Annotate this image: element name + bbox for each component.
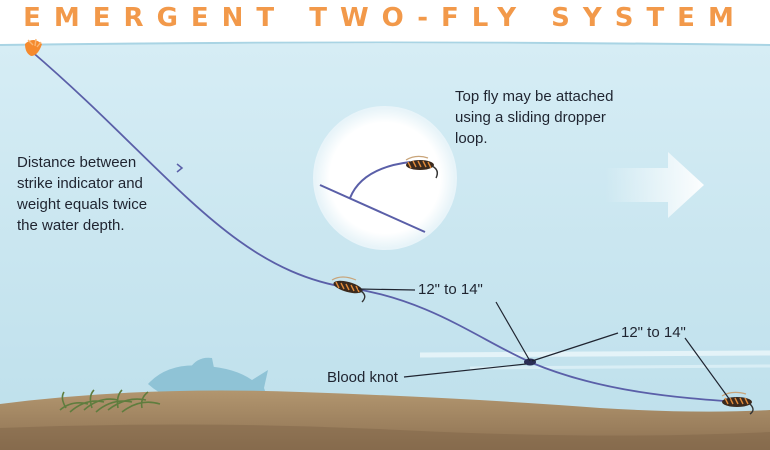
current-streak: [469, 364, 770, 370]
callout-line: [403, 363, 527, 378]
current-arrow-icon: [605, 152, 704, 218]
strike-indicator-icon: [25, 38, 42, 56]
dropper-tag: [349, 161, 411, 199]
distance-note: Distance between strike indicator and we…: [17, 154, 148, 234]
blood-knot-label: Blood knot: [327, 369, 398, 386]
riverbed: [0, 390, 770, 450]
callout-line: [531, 332, 619, 362]
diagram-title: EMERGENT TWO-FLY SYSTEM: [23, 3, 747, 33]
fly-icon: [405, 155, 439, 179]
current-streak: [419, 350, 770, 358]
callout-line: [357, 288, 416, 291]
dropper-note: Top fly may be attached using a sliding …: [455, 88, 614, 147]
water-surface: [0, 41, 770, 46]
lower-measurement-label: 12" to 14": [621, 324, 686, 341]
upper-measurement-label: 12" to 14": [418, 281, 483, 298]
callout-line: [684, 337, 731, 401]
top-fly-icon: [331, 276, 366, 303]
dropper-detail: [313, 106, 457, 250]
riverbed-shadow: [0, 424, 770, 450]
leader-line: [29, 49, 739, 403]
weeds-icon: [59, 389, 161, 413]
dropper-loop-line: [319, 184, 426, 233]
callout-line: [495, 301, 531, 362]
weight-icon: [176, 163, 184, 173]
